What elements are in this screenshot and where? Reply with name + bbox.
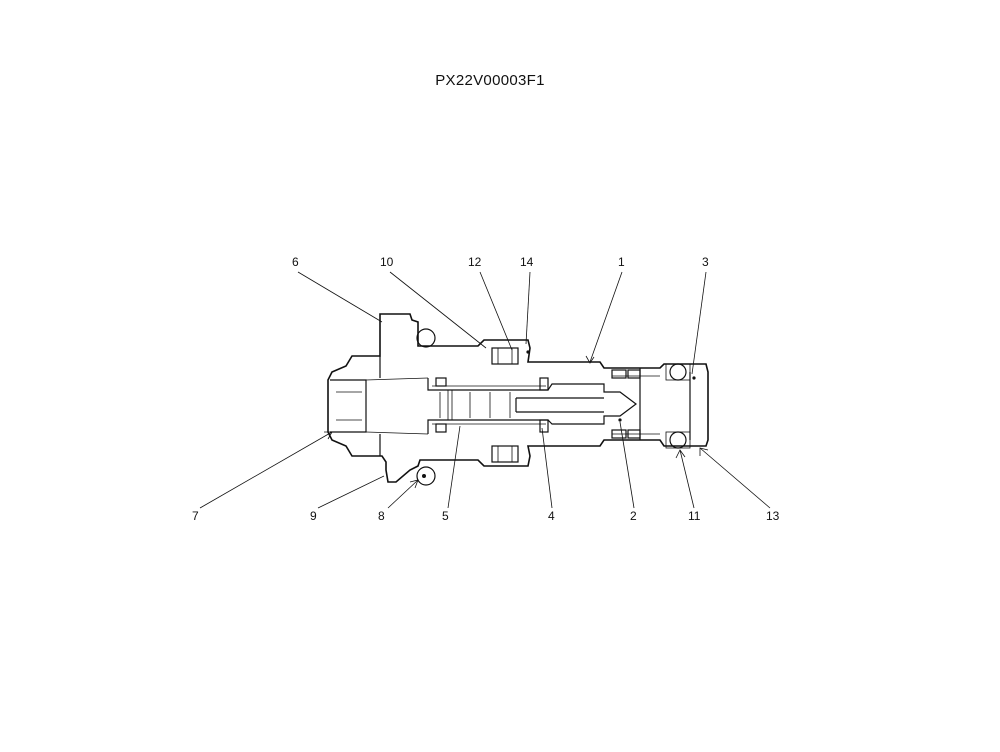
callout-4: 4 bbox=[548, 509, 555, 523]
leader-14 bbox=[525, 271, 531, 345]
plug-hex bbox=[330, 379, 367, 433]
leader-6 bbox=[297, 271, 383, 323]
leader-lines bbox=[199, 271, 771, 509]
leader-13 bbox=[699, 447, 771, 509]
callout-6: 6 bbox=[292, 255, 299, 269]
leader-10 bbox=[389, 271, 487, 349]
callout-12: 12 bbox=[468, 255, 482, 269]
callout-11: 11 bbox=[688, 509, 701, 523]
leader-2 bbox=[619, 421, 635, 509]
drawing-code: PX22V00003F1 bbox=[435, 72, 545, 89]
callout-13: 13 bbox=[766, 509, 780, 523]
leader-3 bbox=[691, 271, 707, 375]
leader-11 bbox=[679, 449, 695, 509]
callout-5: 5 bbox=[442, 509, 449, 523]
callout-1: 1 bbox=[618, 255, 625, 269]
callout-3: 3 bbox=[702, 255, 709, 269]
callout-7: 7 bbox=[192, 509, 199, 523]
leader-5 bbox=[447, 425, 461, 509]
seal-ring-bottom bbox=[491, 445, 519, 463]
stem bbox=[515, 397, 604, 413]
valve-assembly-drawing bbox=[327, 313, 709, 486]
callout-8: 8 bbox=[378, 509, 385, 523]
callout-10: 10 bbox=[380, 255, 394, 269]
leader-12 bbox=[479, 271, 513, 351]
spool-sleeve bbox=[427, 378, 637, 434]
leader-4 bbox=[541, 427, 553, 509]
o-ring-top bbox=[416, 328, 436, 348]
o-ring-bottom bbox=[416, 466, 436, 486]
seal-ring-top bbox=[491, 347, 519, 365]
leader-8 bbox=[387, 479, 419, 509]
leader-7 bbox=[199, 431, 333, 509]
callout-labels: 6 10 12 14 1 3 7 9 8 5 4 2 11 13 bbox=[192, 255, 780, 523]
housing-outline bbox=[327, 313, 709, 483]
callout-9: 9 bbox=[310, 509, 317, 523]
leader-9 bbox=[317, 475, 385, 509]
callout-2: 2 bbox=[630, 509, 637, 523]
o-ring-right-top bbox=[669, 363, 687, 381]
spring-hatch bbox=[439, 392, 511, 418]
callout-14: 14 bbox=[520, 255, 534, 269]
leader-1 bbox=[589, 271, 623, 363]
